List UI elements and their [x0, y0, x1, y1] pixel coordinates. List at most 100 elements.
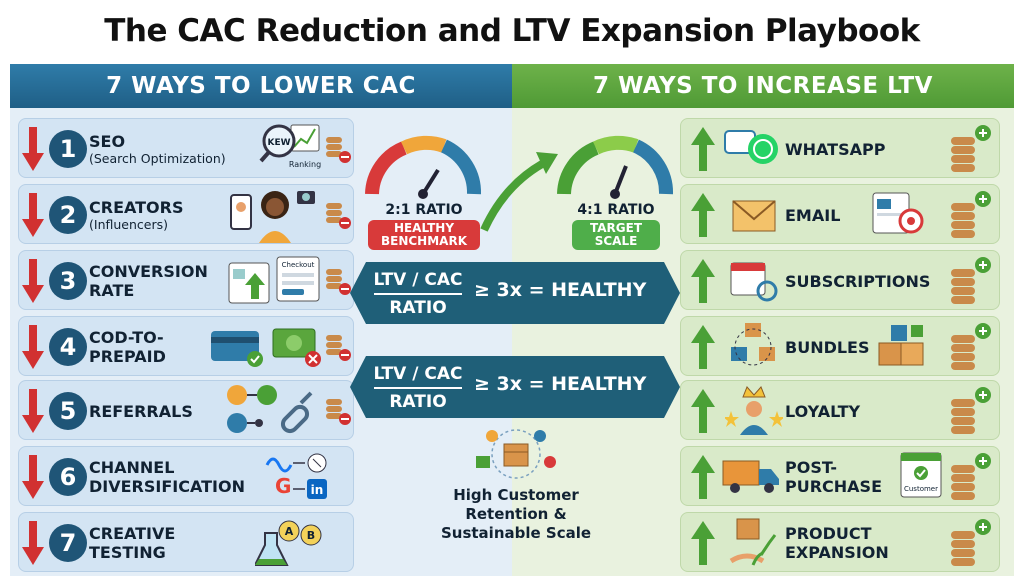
- coins-plus-icon: [951, 191, 991, 238]
- up-arrow-icon: [691, 521, 715, 565]
- closing-text: High Customer Retention & Sustainable Sc…: [430, 486, 602, 543]
- cac-item-seo: 1 SEO(Search Optimization) KEW Ranking: [18, 118, 354, 178]
- up-arrow-icon: [691, 325, 715, 369]
- ltv-item-email: EMAIL: [680, 184, 1000, 244]
- item-label: CHANNEL: [89, 458, 175, 477]
- cac-item-cod-to-prepaid: 4 COD-TO-PREPAID: [18, 316, 354, 376]
- ltv-item-post-purchase: POST-PURCHASE Customer: [680, 446, 1000, 506]
- customer-card-icon: Customer: [900, 452, 942, 498]
- coins-plus-icon: [951, 323, 991, 370]
- up-arrow-icon: [691, 389, 715, 433]
- target-page-icon: [872, 192, 924, 234]
- svg-text:G: G: [275, 474, 291, 498]
- item-label: WHATSAPP: [785, 139, 886, 159]
- icon-a-text: A: [285, 525, 294, 538]
- item-label-line2: TESTING: [89, 543, 166, 562]
- item-label: COD-TO-: [89, 328, 164, 347]
- item-number: 5: [49, 392, 87, 430]
- referral-network-icon: [227, 385, 313, 434]
- item-label: SUBSCRIPTIONS: [785, 271, 931, 291]
- icon-customer-text: Customer: [904, 485, 938, 493]
- coins-plus-icon: [951, 387, 991, 434]
- magnifier-chart-icon: KEW Ranking: [259, 124, 321, 169]
- whatsapp-chat-icon: [724, 130, 778, 164]
- box-growth-icon: [729, 518, 777, 566]
- item-label: LOYALTY: [785, 401, 861, 421]
- item-number: 6: [49, 458, 87, 496]
- item-label-line1: POST-: [785, 458, 838, 477]
- down-arrow-icon: [22, 127, 44, 171]
- coins-plus-icon: [951, 453, 991, 500]
- card-cash-icon: [211, 328, 321, 367]
- item-label: CREATORS: [89, 197, 184, 217]
- healthy-benchmark-badge: HEALTHY BENCHMARK: [368, 220, 480, 250]
- envelope-icon: [732, 200, 776, 232]
- icon-checkout-text: Checkout: [282, 261, 315, 269]
- item-label-line2: RATE: [89, 281, 135, 300]
- ab-test-flask-icon: A B: [255, 520, 322, 566]
- calendar-refresh-icon: [730, 262, 778, 302]
- item-number: 1: [49, 130, 87, 168]
- ratio-numerator: LTV / CAC: [373, 364, 463, 384]
- svg-text:in: in: [311, 483, 324, 497]
- ratio-result: ≥ 3x = HEALTHY: [474, 373, 647, 395]
- checkout-page-icon: Checkout: [228, 256, 320, 304]
- target-ratio-label: 4:1 RATIO: [577, 202, 655, 218]
- retention-cluster-icon: [476, 429, 556, 479]
- item-label-line1: PRODUCT: [785, 524, 872, 543]
- item-sublabel: (Influencers): [89, 216, 168, 232]
- channel-logos-icon: G in: [265, 453, 327, 499]
- down-arrow-icon: [22, 325, 44, 369]
- cac-item-referrals: 5 REFERRALS: [18, 380, 354, 440]
- boxes-cycle-icon: [731, 323, 775, 366]
- closing-line: Sustainable Scale: [440, 524, 592, 542]
- healthy-ratio-label: 2:1 RATIO: [385, 202, 463, 218]
- up-arrow-icon: [691, 127, 715, 171]
- down-arrow-icon: [22, 259, 44, 303]
- healthy-gauge-icon: [365, 135, 481, 199]
- ratio-denominator: RATIO: [389, 298, 447, 318]
- ratio-banner: LTV / CAC RATIO ≥ 3x = HEALTHY: [350, 262, 680, 324]
- coins-minus-icon: [326, 137, 351, 163]
- coins-plus-icon: [951, 125, 991, 172]
- down-arrow-icon: [22, 521, 44, 565]
- ltv-item-subscriptions: SUBSCRIPTIONS: [680, 250, 1000, 310]
- influencer-icon: [230, 191, 315, 243]
- down-arrow-icon: [22, 455, 44, 499]
- up-arrow-icon: [691, 259, 715, 303]
- item-number: 4: [49, 328, 87, 366]
- item-label: EMAIL: [785, 205, 841, 225]
- item-label-line2: PREPAID: [89, 347, 166, 366]
- item-label-line2: EXPANSION: [785, 543, 889, 562]
- item-label-line2: DIVERSIFICATION: [89, 477, 245, 496]
- item-number: 3: [49, 262, 87, 300]
- delivery-truck-icon: [722, 460, 779, 493]
- ratio-numerator: LTV / CAC: [373, 270, 463, 290]
- cac-item-creators: 2 CREATORS(Influencers): [18, 184, 354, 244]
- ltv-header: 7 WAYS TO INCREASE LTV: [512, 64, 1014, 108]
- item-label: POST-PURCHASE: [785, 453, 895, 501]
- coins-minus-icon: [326, 335, 351, 361]
- ratio-result: ≥ 3x = HEALTHY: [474, 279, 647, 301]
- item-label: CONVERSION: [89, 262, 208, 281]
- item-label: BUNDLES: [785, 337, 870, 357]
- closing-line: Retention &: [465, 505, 567, 523]
- item-number: 7: [49, 524, 87, 562]
- page-title: The CAC Reduction and LTV Expansion Play…: [104, 13, 920, 49]
- coins-plus-icon: [951, 257, 991, 304]
- coins-minus-icon: [326, 203, 351, 229]
- target-gauge-icon: [557, 135, 673, 199]
- coins-minus-icon: [326, 269, 351, 295]
- item-sublabel: (Search Optimization): [89, 150, 226, 166]
- loyalty-crown-icon: [725, 386, 783, 435]
- ltv-item-loyalty: LOYALTY: [680, 380, 1000, 440]
- down-arrow-icon: [22, 193, 44, 237]
- icon-keyword-text: KEW: [267, 138, 290, 148]
- up-arrow-icon: [691, 455, 715, 499]
- up-arrow-icon: [691, 193, 715, 237]
